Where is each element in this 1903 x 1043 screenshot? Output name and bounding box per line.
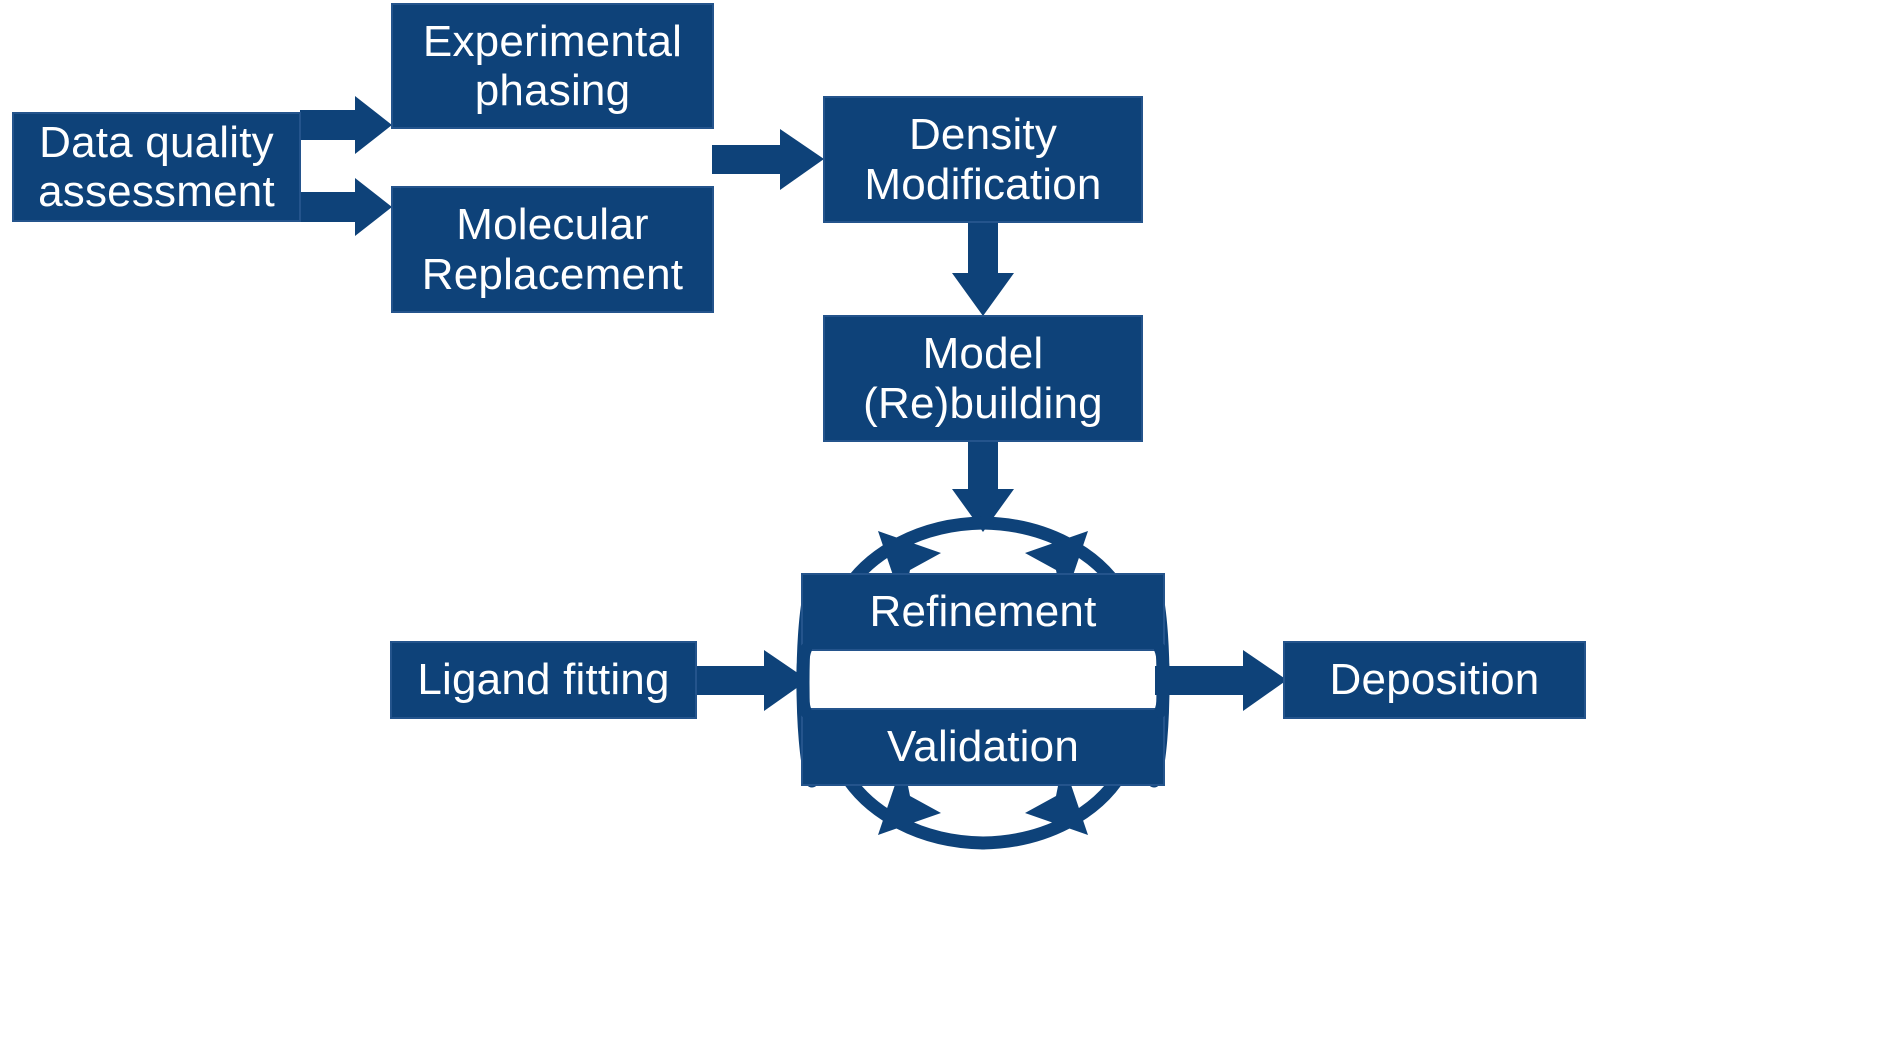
node-label: Deposition — [1329, 655, 1540, 705]
node-label: Refinement — [869, 587, 1097, 637]
node-label: Model (Re)building — [863, 329, 1103, 428]
node-data-quality-assessment[interactable]: Data quality assessment — [12, 112, 301, 222]
arrow-ligand-fitting-to-cycle — [696, 650, 808, 711]
node-label: Experimental phasing — [422, 16, 683, 115]
cycle-ring-gap-left — [796, 643, 812, 718]
arrow-dqa-to-experimental-phasing — [300, 96, 392, 154]
node-label: Validation — [887, 722, 1079, 772]
cycle-ring-gap-right — [1154, 643, 1170, 718]
node-model-rebuilding[interactable]: Model (Re)building — [823, 315, 1143, 442]
arrow-phasing-to-density-modification — [712, 129, 824, 190]
node-label: Molecular Replacement — [421, 200, 684, 299]
arrow-dqa-to-molecular-replacement — [300, 178, 392, 236]
node-molecular-replacement[interactable]: Molecular Replacement — [391, 186, 714, 313]
node-density-modification[interactable]: Density Modification — [823, 96, 1143, 223]
arrow-cycle-to-deposition — [1155, 650, 1287, 711]
node-experimental-phasing[interactable]: Experimental phasing — [391, 3, 714, 129]
node-refinement[interactable]: Refinement — [801, 573, 1165, 651]
node-label: Data quality assessment — [38, 117, 275, 216]
arrow-density-to-model-rebuilding — [952, 222, 1014, 316]
arrow-model-rebuilding-to-cycle — [952, 441, 1014, 532]
node-validation[interactable]: Validation — [801, 708, 1165, 786]
node-label: Ligand fitting — [417, 655, 670, 705]
node-deposition[interactable]: Deposition — [1283, 641, 1586, 719]
node-ligand-fitting[interactable]: Ligand fitting — [390, 641, 697, 719]
node-label: Density Modification — [864, 110, 1102, 209]
